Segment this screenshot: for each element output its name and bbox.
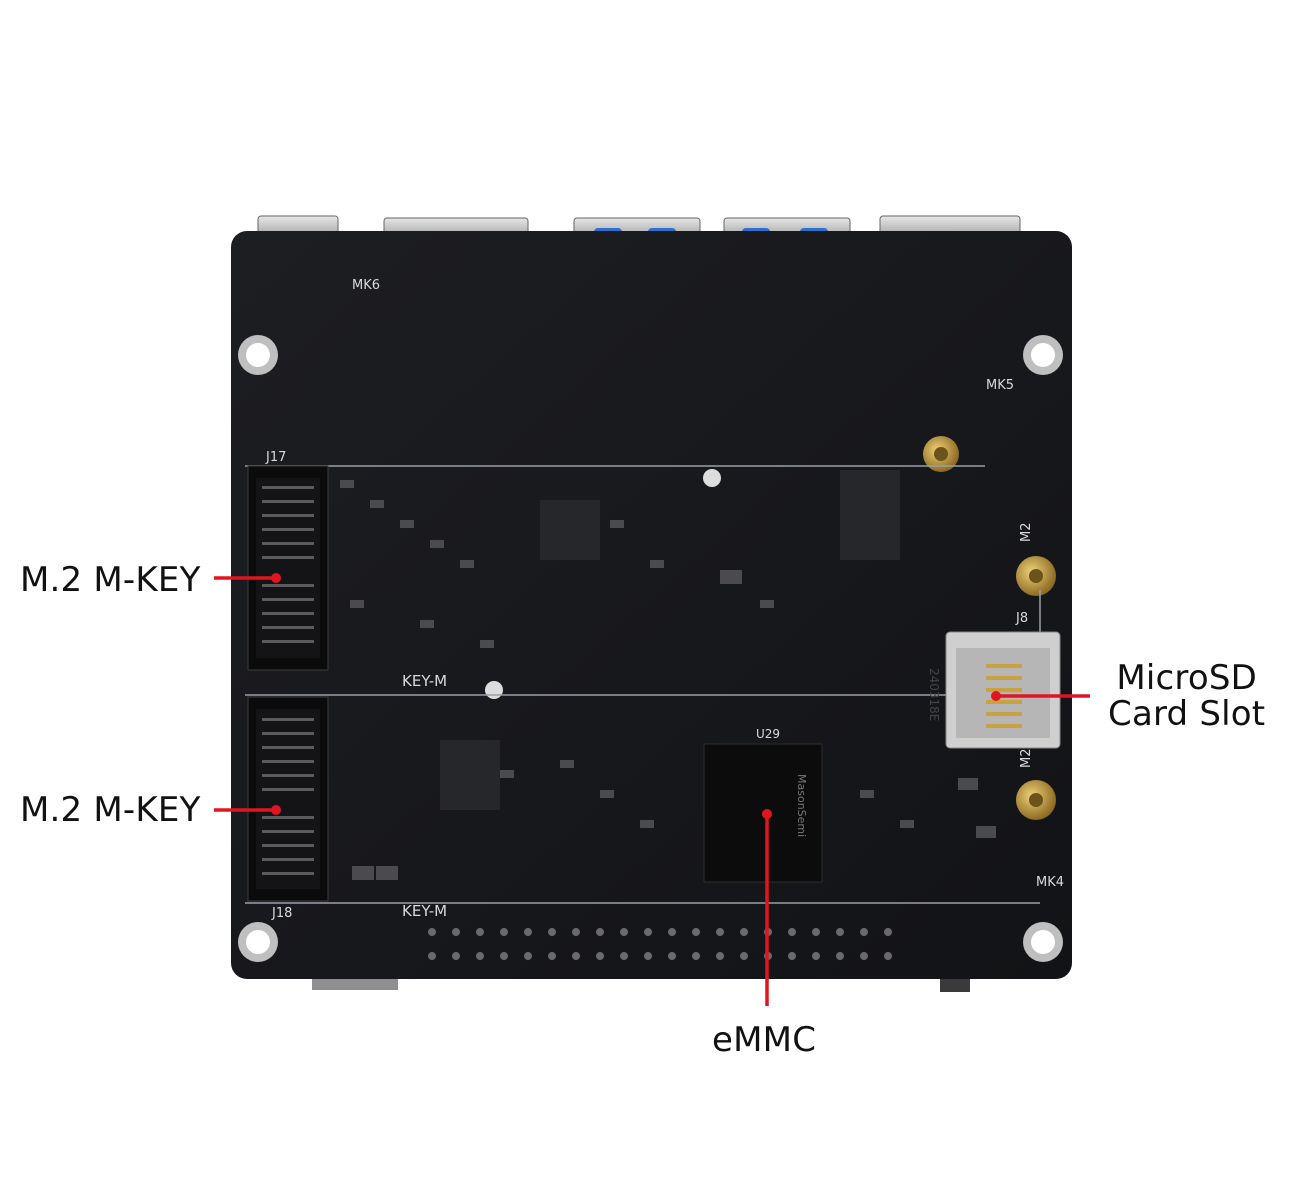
silk-key-m-bottom: KEY-M [402,902,447,920]
silk-u29: U29 [756,727,780,741]
silk-m2-bottom: M2 [1019,749,1034,769]
smd-components [340,470,996,880]
silkscreen-lines [245,465,1041,904]
sd-date-code: 240318E [927,668,941,721]
mounting-holes [238,335,1063,962]
m2-slot-bottom [247,696,329,902]
microsd-slot [945,631,1061,749]
callout-microsd-line1: MicroSD [1116,658,1257,698]
callout-microsd: MicroSD Card Slot [1108,660,1265,732]
m2-standoffs [923,436,1056,820]
callout-leaders [214,573,1090,1006]
emmc-brand: MasonSemi [795,774,808,837]
silk-j17: J17 [265,450,286,465]
silk-j8: J8 [1015,611,1028,626]
m2-slot-top [247,465,329,671]
callout-m2-key-1: M.2 M-KEY [20,560,201,600]
silk-mk4: MK4 [1036,875,1064,890]
silk-m2-top: M2 [1019,523,1034,543]
silk-mk6: MK6 [352,278,380,293]
callout-m2-key-2: M.2 M-KEY [20,790,201,830]
callout-emmc: eMMC [712,1020,817,1060]
callout-microsd-line2: Card Slot [1108,694,1266,734]
silk-mk5: MK5 [986,378,1014,393]
silk-key-m-top: KEY-M [402,672,447,690]
silk-j18: J18 [271,906,292,921]
